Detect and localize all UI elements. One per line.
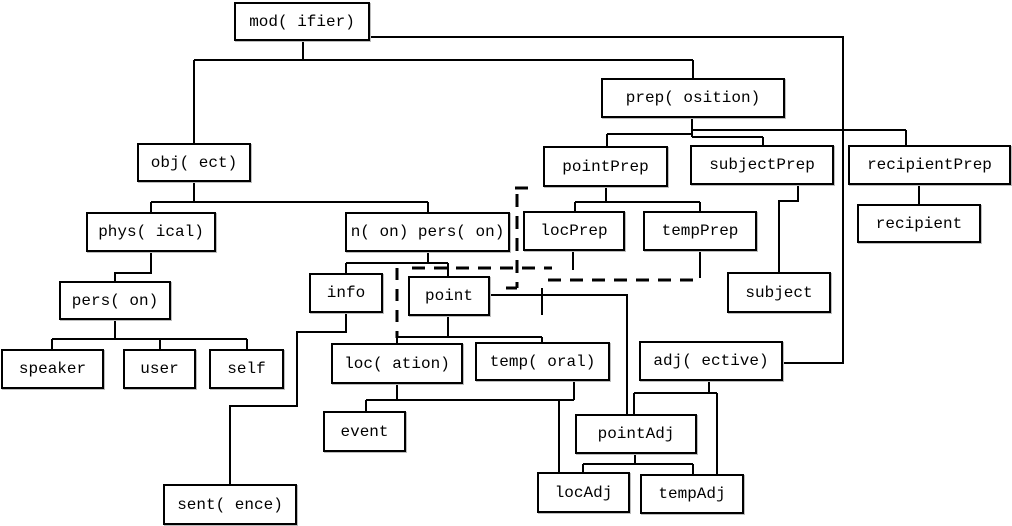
- node-subject: subject: [727, 272, 831, 313]
- edge-pointadj-children: [582, 453, 694, 475]
- node-tempadj: tempAdj: [640, 474, 744, 514]
- node-adjective: adj( ective): [639, 341, 783, 381]
- node-sentence: sent( ence): [163, 484, 297, 525]
- node-object: obj( ect): [137, 143, 251, 182]
- edge-point-children: [396, 316, 543, 344]
- node-point: point: [408, 276, 490, 316]
- node-recipient: recipient: [857, 204, 981, 243]
- edge-point-pointadj: [489, 294, 628, 415]
- edge-adj-children: [633, 381, 718, 475]
- edge-loc-temp-event-locadj: [365, 381, 575, 473]
- node-locadj: locAdj: [537, 472, 630, 513]
- node-recipientprep: recipientPrep: [848, 145, 1011, 185]
- node-location: loc( ation): [331, 343, 463, 384]
- node-pointadj: pointAdj: [575, 414, 697, 454]
- node-speaker: speaker: [1, 349, 104, 389]
- node-pointprep: pointPrep: [543, 146, 668, 187]
- edge-obj-children: [150, 182, 429, 213]
- node-subjectprep: subjectPrep: [690, 145, 834, 185]
- edge-nonpers-children: [345, 251, 449, 277]
- node-self: self: [209, 349, 284, 389]
- node-event: event: [323, 411, 406, 452]
- edge-info-sent: [229, 313, 347, 485]
- node-temporal: temp( oral): [475, 342, 610, 381]
- node-person: pers( on): [59, 281, 171, 320]
- edge-mod-adjective: [370, 36, 844, 364]
- node-info: info: [309, 273, 383, 313]
- edge-mod-children: [193, 41, 694, 144]
- node-modifier: mod( ifier): [234, 2, 370, 41]
- edge-subjectprep-subject: [778, 184, 799, 273]
- node-user: user: [123, 349, 196, 389]
- node-locprep: locPrep: [523, 211, 625, 251]
- node-preposition: prep( osition): [601, 78, 785, 118]
- edge-pers-children: [51, 320, 248, 350]
- node-tempprep: tempPrep: [643, 211, 757, 251]
- node-nonperson: n( on) pers( on): [345, 212, 510, 252]
- edge-phys-pers: [114, 251, 152, 282]
- node-physical: phys( ical): [86, 212, 216, 252]
- edge-prep-children: [606, 117, 907, 147]
- edge-pointprep-children: [574, 187, 701, 212]
